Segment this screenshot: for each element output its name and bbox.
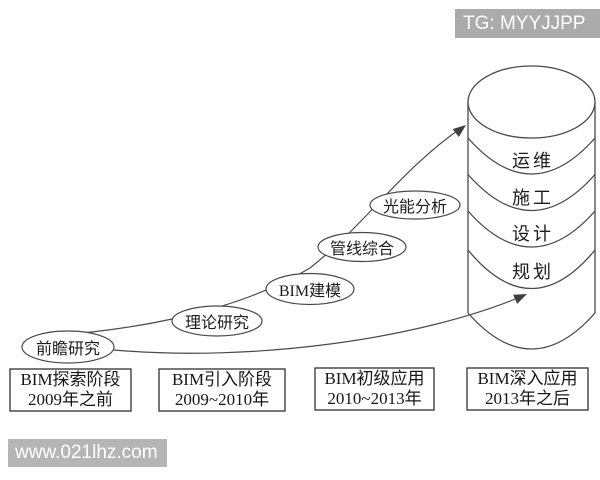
milestone-label-lilun: 理论研究 bbox=[184, 315, 250, 332]
stage-name: BIM深入应用 bbox=[477, 369, 578, 388]
cylinder-separator-arc bbox=[467, 249, 596, 290]
cylinder-separator-arc bbox=[467, 137, 596, 175]
stage-label-1: BIM探索阶段 2009年之前 bbox=[20, 370, 120, 410]
stage-name: BIM探索阶段 bbox=[20, 370, 121, 389]
milestone-ellipse bbox=[369, 190, 461, 220]
stage-box bbox=[9, 368, 132, 412]
cylinder-layer-shigong: 施工 bbox=[512, 188, 554, 208]
stage-period: 2009年之前 bbox=[28, 390, 113, 409]
stage-period: 2009~2010年 bbox=[174, 390, 270, 409]
milestone-ellipse bbox=[171, 305, 263, 337]
cylinder-bottom-arc bbox=[467, 312, 596, 350]
stage-box bbox=[314, 367, 435, 411]
stage-label-3: BIM初级应用 2010~2013年 bbox=[324, 369, 424, 409]
cylinder-separator-arc bbox=[467, 210, 596, 248]
stage-label-2: BIM引入阶段 2009~2010年 bbox=[172, 370, 272, 410]
upper-arrowhead-icon bbox=[452, 125, 466, 137]
stage-period: 2013年之后 bbox=[485, 389, 570, 408]
tg-badge-label: TG: MYYJJPP bbox=[463, 13, 586, 34]
milestone-label-qianzhan: 前瞻研究 bbox=[35, 341, 101, 358]
lower-growth-line bbox=[113, 294, 526, 354]
watermark-label: www.021lhz.com bbox=[15, 442, 158, 463]
stage-name: BIM初级应用 bbox=[324, 369, 425, 388]
milestone-ellipse bbox=[317, 231, 407, 263]
cylinder bbox=[467, 65, 596, 350]
cylinder-separator-arc bbox=[467, 174, 596, 212]
stage-name: BIM引入阶段 bbox=[171, 370, 273, 389]
milestone-label-jianmo: BIM建模 bbox=[278, 283, 342, 300]
cylinder-top-ellipse bbox=[467, 65, 596, 139]
milestone-label-guangneng: 光能分析 bbox=[382, 199, 448, 216]
stage-box bbox=[466, 367, 589, 411]
lower-arrowhead-icon bbox=[513, 294, 527, 304]
stage-label-4: BIM深入应用 2013年之后 bbox=[477, 369, 577, 409]
cylinder-layer-sheji: 设计 bbox=[512, 224, 554, 244]
stage-boxes bbox=[9, 367, 589, 412]
watermark: www.021lhz.com bbox=[8, 439, 167, 467]
stage-box bbox=[158, 368, 286, 412]
growth-arrows bbox=[31, 125, 527, 354]
cylinder-layer-yunwei: 运维 bbox=[512, 151, 554, 171]
tg-badge: TG: MYYJJPP bbox=[455, 9, 600, 38]
milestone-ellipse bbox=[21, 330, 115, 364]
milestone-ellipse bbox=[265, 272, 355, 306]
stage-period: 2010~2013年 bbox=[327, 389, 422, 408]
milestone-bubbles bbox=[21, 190, 461, 364]
milestone-label-guanxian: 管线综合 bbox=[329, 241, 395, 258]
cylinder-layer-guihua: 规划 bbox=[512, 262, 554, 282]
upper-growth-curve bbox=[31, 125, 465, 338]
